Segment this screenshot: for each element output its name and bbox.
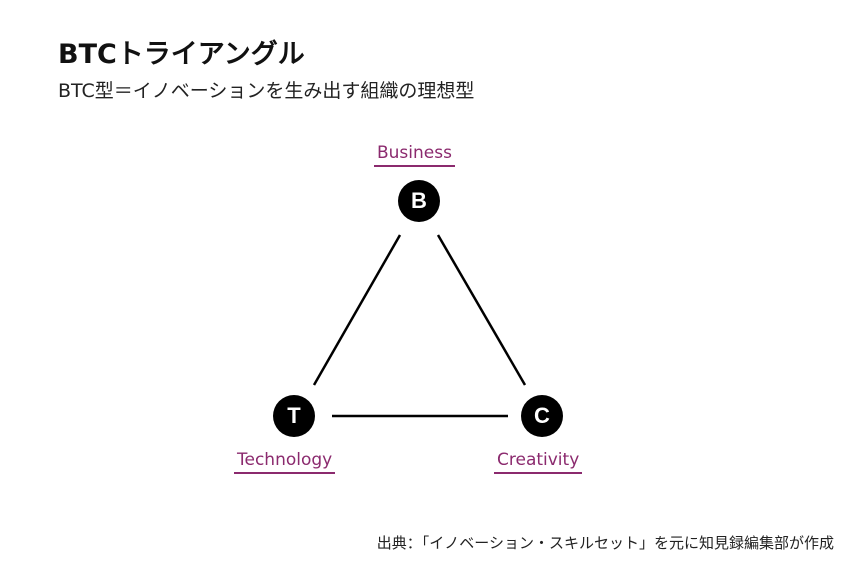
- page-title: BTCトライアングル: [58, 39, 305, 70]
- creativity-label: Creativity: [494, 450, 583, 474]
- edge-business-technology: [312, 234, 402, 386]
- creativity-node: C: [521, 395, 563, 437]
- business-node: B: [398, 180, 440, 222]
- technology-node: T: [273, 395, 315, 437]
- page-subtitle: BTC型＝イノベーションを生み出す組織の理想型: [58, 80, 475, 102]
- technology-label: Technology: [234, 450, 336, 474]
- business-label: Business: [374, 143, 455, 167]
- edge-business-creativity: [436, 234, 527, 386]
- source-note: 出典：「イノベーション・スキルセット」を元に知見録編集部が作成: [376, 534, 834, 552]
